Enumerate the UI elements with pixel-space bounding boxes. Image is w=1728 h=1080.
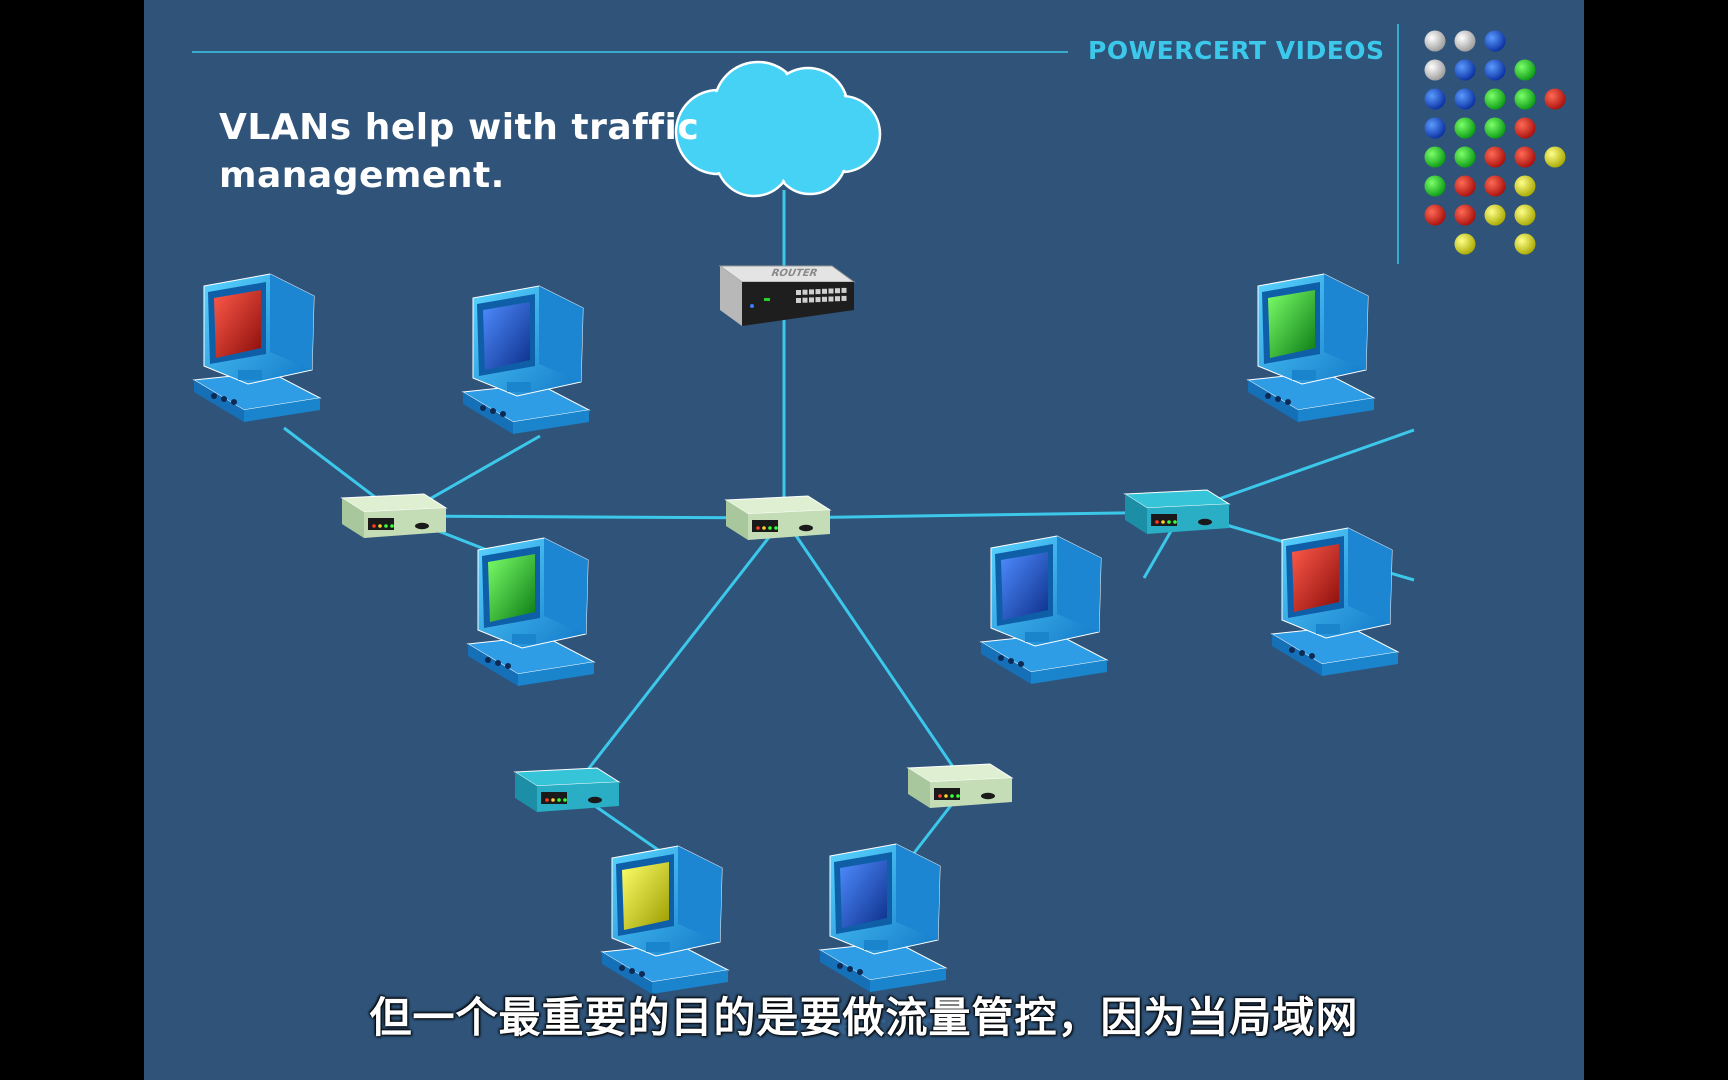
link-core-sw-bl [570,517,786,791]
computer-blue-bottom [818,843,948,992]
logo-dot [1424,204,1446,226]
logo-dot [1514,233,1536,255]
logo-dot [1514,146,1536,168]
logo-dot [1484,59,1506,81]
bottom-right-switch [906,763,1014,808]
watermark: Powercert [772,1008,934,1041]
computer-red-right [1270,527,1400,676]
logo-dot [1484,146,1506,168]
logo-dot [1514,117,1536,139]
bottom-left-switch [513,767,621,812]
computer-yellow-bottom [600,845,730,994]
logo-dot [1454,117,1476,139]
logo-dot [1424,175,1446,197]
computer-blue-right [979,535,1109,684]
video-subtitle: 但一个最重要的目的是要做流量管控，因为当局域网 [369,993,1359,1042]
slide: ROUTER VLANs help with traffic managemen… [144,0,1584,1080]
logo-dot [1484,30,1506,52]
network-diagram: ROUTER [192,24,1566,994]
logo-dot [1514,88,1536,110]
logo-dot [1454,59,1476,81]
logo-dot [1544,146,1566,168]
router-label: ROUTER [769,267,819,279]
logo-dot [1484,88,1506,110]
nodes-layer: ROUTER [192,60,1400,994]
logo-dot [1454,146,1476,168]
logo-dot [1454,175,1476,197]
logo-dot [1424,59,1446,81]
computer-green-right [1246,273,1376,422]
heading-line-2: management. [219,155,505,196]
link-core-sw-br [782,517,968,787]
brand-title: POWERCERT VIDEOS [1088,36,1385,65]
logo-dot [1484,175,1506,197]
core-switch [724,495,832,540]
computer-red-left [192,273,322,422]
logo-dot [1454,88,1476,110]
heading-line-1: VLANs help with traffic [219,107,700,148]
logo-dot [1454,30,1476,52]
logo-dot [1424,117,1446,139]
logo-dot [1454,204,1476,226]
logo-dot [1424,88,1446,110]
powercert-logo [1424,30,1566,255]
logo-dot [1424,30,1446,52]
logo-dot [1424,146,1446,168]
link-core-sw-left [399,514,785,520]
logo-dot [1514,204,1536,226]
link-core-sw-right [783,510,1183,520]
logo-dot [1484,117,1506,139]
logo-dot [1514,59,1536,81]
left-switch [340,493,448,538]
internet-cloud [674,60,882,198]
computer-green-left [466,537,596,686]
logo-dot [1544,88,1566,110]
router: ROUTER [718,265,856,326]
logo-dot [1454,233,1476,255]
slide-heading: VLANs help with traffic management. [219,104,699,200]
logo-dot [1514,175,1536,197]
computer-blue-left [461,285,591,434]
logo-dot [1484,204,1506,226]
right-switch [1123,489,1231,534]
